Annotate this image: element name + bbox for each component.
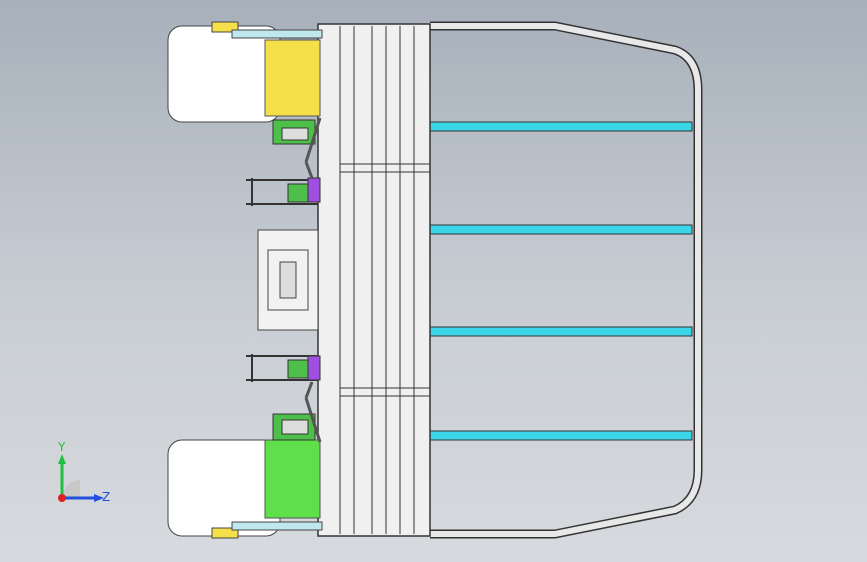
diagonal-struts[interactable] [304,117,322,443]
lower-motor-mount[interactable] [246,354,321,382]
outer-frame-tube[interactable] [430,21,703,539]
y-axis-arrow [58,454,66,464]
upper-motor-mount[interactable] [246,177,321,206]
y-axis-label: Y [58,440,66,454]
upper-roller[interactable] [167,25,281,123]
coordinate-triad: Y Z [40,438,120,518]
extrusion-block[interactable] [317,23,431,537]
cross-rails[interactable] [429,121,693,441]
center-mount-plate[interactable] [257,229,319,331]
upper-bracket[interactable] [264,39,321,117]
x-axis-dot [58,494,66,502]
z-axis-label: Z [102,490,111,504]
lower-bracket[interactable] [264,439,321,519]
z-axis-arrow [94,494,104,502]
